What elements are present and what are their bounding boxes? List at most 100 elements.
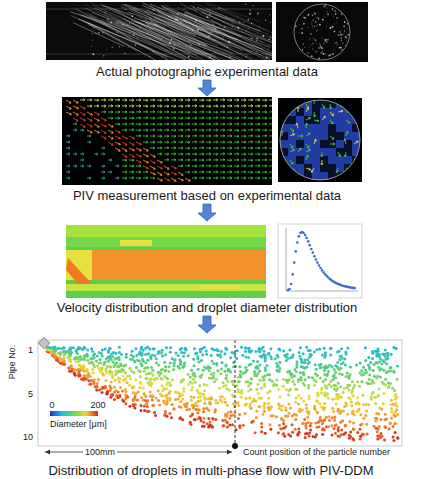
droplet-speck — [340, 33, 341, 34]
droplet-speck — [93, 26, 95, 28]
droplet-speck — [304, 47, 305, 48]
droplet-point — [68, 359, 71, 362]
droplet-point — [248, 397, 251, 400]
droplet-point — [356, 401, 359, 404]
velocity-vector — [94, 153, 98, 155]
section-ground — [280, 100, 360, 180]
velocity-vector — [241, 171, 246, 173]
droplet-speck — [315, 42, 317, 44]
velocity-vector — [227, 99, 232, 101]
droplet-point — [78, 364, 81, 367]
vector-cell — [336, 124, 344, 132]
droplet-speck — [251, 38, 253, 40]
droplet-point — [343, 357, 346, 360]
droplet-speck — [336, 22, 338, 24]
vector-cell — [336, 140, 344, 148]
droplet-point — [228, 423, 231, 426]
droplet-speck — [224, 26, 225, 27]
droplet-speck — [303, 23, 305, 25]
droplet-speck — [326, 40, 328, 42]
velocity-vector — [178, 123, 183, 125]
velocity-vector — [269, 135, 272, 137]
velocity-vector — [248, 159, 253, 161]
droplet-point — [113, 398, 116, 401]
droplet-point — [313, 384, 316, 387]
velocity-vector — [220, 105, 225, 107]
velocity-vector — [269, 165, 272, 167]
droplet-speck — [340, 34, 342, 36]
velocity-vector — [255, 111, 260, 113]
velocity-vector — [178, 105, 183, 107]
droplet-speck — [139, 27, 141, 29]
droplet-point — [251, 400, 254, 403]
velocity-vector — [248, 147, 253, 149]
droplet-point — [200, 359, 203, 362]
droplet-point — [396, 437, 399, 440]
velocity-vector — [227, 147, 232, 149]
droplet-point — [142, 386, 145, 389]
droplet-point — [194, 381, 197, 384]
velocity-vector — [262, 159, 267, 161]
droplet-point — [110, 381, 113, 384]
velocity-vector — [321, 160, 323, 165]
velocity-vector — [66, 100, 71, 103]
velocity-vector — [248, 123, 253, 125]
velocity-map — [66, 225, 266, 298]
droplet-point — [90, 347, 93, 350]
velocity-vector — [241, 123, 246, 125]
velocity-vector — [115, 165, 119, 167]
velocity-vector — [129, 154, 134, 157]
droplet-point — [199, 399, 202, 402]
droplet-point — [384, 349, 387, 352]
droplet-point — [80, 358, 83, 361]
droplet-speck — [211, 31, 213, 33]
droplet-speck — [171, 53, 172, 54]
droplet-point — [216, 369, 219, 372]
velocity-vector — [178, 141, 183, 143]
droplet-point — [248, 347, 251, 350]
droplet-point — [262, 379, 265, 382]
vector-cell — [320, 116, 328, 124]
droplet-point — [295, 365, 298, 368]
droplet-point — [257, 392, 260, 395]
droplet-speck — [257, 13, 258, 14]
vector-cell — [304, 156, 312, 164]
velocity-vector — [306, 155, 308, 160]
velocity-vector — [80, 159, 84, 161]
droplet-point — [236, 388, 239, 391]
droplet-point — [207, 409, 210, 412]
droplet-point — [101, 391, 104, 394]
velocity-vector — [241, 135, 246, 137]
velocity-vector — [122, 142, 127, 145]
velocity-vector — [290, 144, 293, 148]
droplet-point — [384, 378, 387, 381]
droplet-point — [377, 394, 380, 397]
velocity-vector — [171, 129, 176, 131]
velocity-vector — [94, 130, 99, 133]
droplet-point — [151, 369, 154, 372]
droplet-point — [319, 416, 322, 419]
velocity-vector — [255, 117, 260, 119]
velocity-vector — [192, 129, 197, 131]
droplet-speck — [219, 25, 221, 27]
velocity-vector — [150, 129, 155, 131]
droplet-speck — [302, 43, 304, 45]
droplet-point — [166, 377, 169, 380]
droplet-point — [355, 363, 358, 366]
droplet-point — [177, 354, 180, 357]
droplet-point — [289, 388, 292, 391]
droplet-point — [173, 364, 176, 367]
droplet-point — [396, 365, 399, 368]
droplet-point — [229, 410, 232, 413]
droplet-point — [149, 378, 152, 381]
droplet-speck — [207, 16, 209, 18]
droplet-point — [388, 427, 391, 430]
velocity-vector — [269, 111, 272, 113]
droplet-speck — [265, 19, 267, 21]
velocity-vector — [87, 112, 92, 115]
velocity-vector — [255, 99, 260, 101]
droplet-point — [287, 393, 290, 396]
droplet-point — [384, 426, 387, 429]
droplet-point — [202, 369, 205, 372]
droplet-point — [330, 424, 333, 427]
